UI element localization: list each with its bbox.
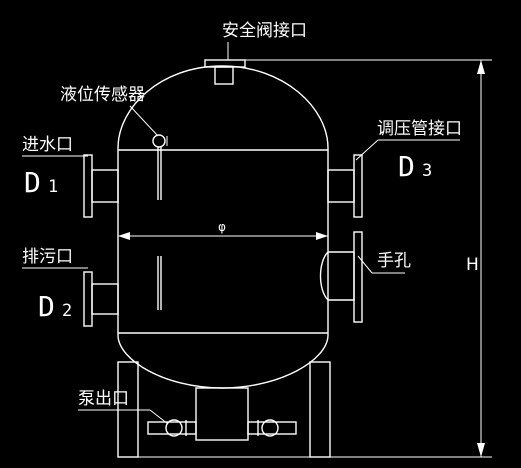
pump-outlet-label: 泵出口 [78, 389, 129, 409]
vessel-bottom-head [117, 334, 329, 389]
pressure-flange [353, 154, 363, 218]
inlet-pipe [91, 169, 119, 203]
pressure-port-label: 调压管接口 [377, 119, 462, 139]
inlet-flange [83, 154, 93, 218]
port-d3-letter: D [398, 150, 415, 183]
pump-sump [195, 387, 249, 441]
safety-valve-label: 安全阀接口 [222, 21, 307, 41]
port-d2-letter: D [38, 290, 55, 323]
right-leg [309, 361, 331, 458]
pump-outlet-assembly [78, 387, 297, 441]
height-arrow-bottom [477, 443, 485, 457]
diameter-dimension: φ [118, 220, 328, 240]
left-valve-ring [165, 419, 183, 437]
drain-flange [83, 271, 93, 327]
diameter-arrow-right [316, 232, 328, 240]
vessel-top-head [117, 65, 329, 149]
height-dimension: H [245, 59, 492, 458]
right-valve-ring [261, 419, 279, 437]
pressure-pipe [327, 169, 355, 203]
safety-valve-neck [214, 66, 234, 85]
height-arrow-top [477, 60, 485, 74]
diameter-arrow-left [118, 232, 130, 240]
left-outlet-pipe [147, 421, 197, 435]
pressure-nozzle [327, 139, 460, 218]
port-d3-index: 3 [422, 161, 432, 181]
hand-hole-flange [353, 231, 363, 323]
drain-pipe [91, 283, 119, 315]
port-d2-index: 2 [62, 301, 72, 321]
diameter-symbol: φ [218, 220, 226, 234]
hand-hole-leader-diag [357, 255, 373, 274]
drain-nozzle [22, 267, 119, 327]
hand-hole [319, 231, 405, 323]
inlet-nozzle [22, 154, 119, 218]
port-d1-index: 1 [48, 177, 58, 197]
hand-hole-body [319, 251, 355, 301]
level-sensor-leader [129, 105, 159, 137]
pressure-leader-diag [355, 139, 379, 161]
level-sensor-label: 液位传感器 [60, 85, 145, 105]
inlet-label: 进水口 [22, 135, 73, 155]
height-symbol: H [466, 255, 479, 275]
safety-valve-nozzle [204, 42, 246, 85]
level-sensor-float [152, 134, 166, 148]
port-d1-letter: D [24, 166, 41, 199]
drain-label: 排污口 [22, 247, 73, 267]
right-outlet-pipe [247, 421, 297, 435]
pump-outlet-leader-diag [149, 409, 169, 425]
level-sensor [129, 105, 168, 310]
hand-hole-label: 手孔 [377, 251, 411, 271]
